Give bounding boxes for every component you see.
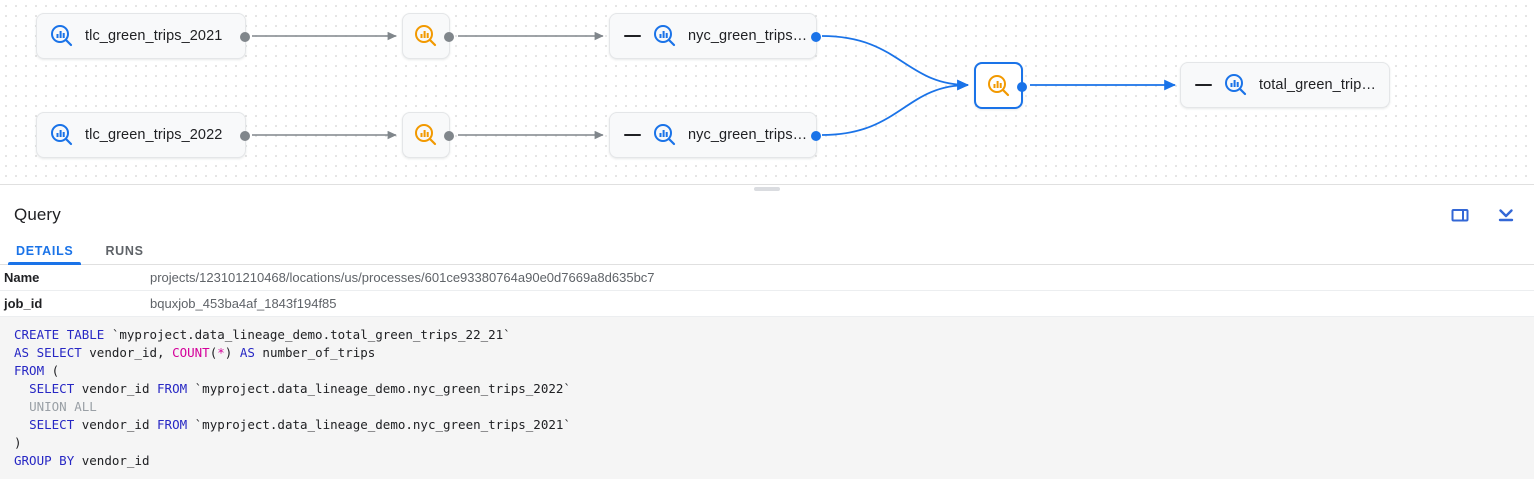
node-output-port[interactable]	[240, 131, 250, 141]
detail-key: Name	[4, 270, 40, 285]
table-row: job_id bquxjob_453ba4af_1843f194f85	[0, 291, 1534, 317]
lineage-node-tlc-green-trips-2021[interactable]: tlc_green_trips_2021	[36, 13, 250, 59]
dataset-search-icon	[654, 124, 676, 146]
node-output-port[interactable]	[811, 32, 821, 42]
lineage-node-process-1[interactable]	[402, 13, 454, 59]
dataset-search-icon	[1225, 74, 1247, 96]
lineage-node-nyc-green-trips-2022[interactable]: nyc_green_trips…	[609, 112, 821, 158]
lineage-node-label: tlc_green_trips_2022	[85, 127, 223, 143]
process-search-icon	[415, 124, 437, 146]
node-output-port[interactable]	[811, 131, 821, 141]
dataset-search-icon	[51, 124, 73, 146]
panel-header-actions	[1448, 203, 1518, 227]
lineage-canvas[interactable]: tlc_green_trips_2021 tlc_green_trips_202…	[0, 0, 1534, 184]
lineage-node-label: tlc_green_trips_2021	[85, 28, 223, 44]
details-table: Name projects/123101210468/locations/us/…	[0, 265, 1534, 317]
lineage-node-label: total_green_trip…	[1259, 77, 1376, 93]
dataset-search-icon	[654, 25, 676, 47]
sql-code-text: CREATE TABLE `myproject.data_lineage_dem…	[14, 327, 571, 468]
side-panel-icon[interactable]	[1448, 203, 1472, 227]
query-panel-tabs[interactable]: DETAILS RUNS	[0, 236, 1534, 265]
drag-handle[interactable]	[754, 187, 780, 191]
process-search-icon	[415, 25, 437, 47]
node-output-port[interactable]	[444, 32, 454, 42]
lineage-node-process-2[interactable]	[402, 112, 454, 158]
panel-splitter[interactable]	[0, 184, 1534, 193]
lineage-node-process-selected[interactable]	[974, 62, 1027, 109]
detail-key: job_id	[4, 296, 43, 311]
node-output-port[interactable]	[1017, 82, 1027, 92]
collapse-toggle-icon[interactable]	[624, 134, 641, 136]
node-output-port[interactable]	[444, 131, 454, 141]
lineage-node-nyc-green-trips-2021[interactable]: nyc_green_trips…	[609, 13, 821, 59]
detail-value: projects/123101210468/locations/us/proce…	[150, 270, 655, 285]
tab-runs[interactable]: RUNS	[105, 243, 144, 258]
process-search-icon	[987, 74, 1009, 96]
collapse-toggle-icon[interactable]	[624, 35, 641, 37]
sql-code-block[interactable]: CREATE TABLE `myproject.data_lineage_dem…	[0, 317, 1534, 479]
lineage-node-label: nyc_green_trips…	[688, 28, 808, 44]
query-panel-header: Query	[0, 193, 1534, 236]
tab-details[interactable]: DETAILS	[0, 244, 89, 265]
table-row: Name projects/123101210468/locations/us/…	[0, 265, 1534, 291]
node-output-port[interactable]	[240, 32, 250, 42]
collapse-down-icon[interactable]	[1494, 203, 1518, 227]
lineage-node-tlc-green-trips-2022[interactable]: tlc_green_trips_2022	[36, 112, 250, 158]
lineage-node-label: nyc_green_trips…	[688, 127, 808, 143]
dataset-search-icon	[51, 25, 73, 47]
panel-title: Query	[14, 204, 61, 224]
collapse-toggle-icon[interactable]	[1195, 84, 1212, 86]
lineage-node-total-green-trips[interactable]: total_green_trip…	[1180, 62, 1390, 108]
detail-value: bquxjob_453ba4af_1843f194f85	[150, 296, 337, 311]
